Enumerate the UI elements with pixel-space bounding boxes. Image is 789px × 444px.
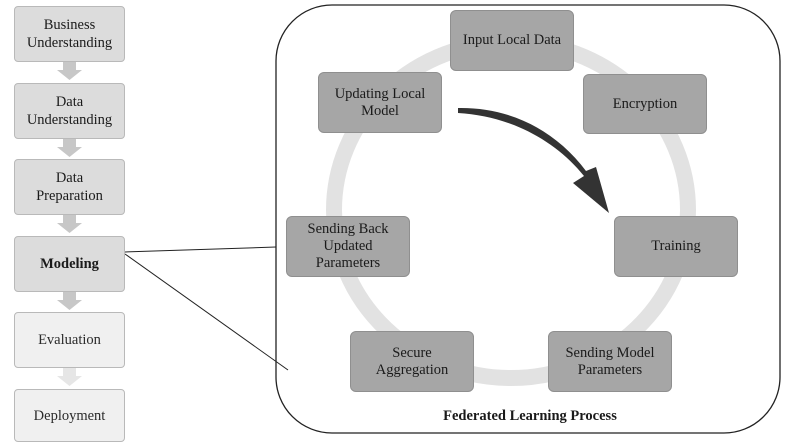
node-sending-back-updated-parameters: Sending Back Updated Parameters	[286, 216, 410, 277]
step-label: Modeling	[40, 256, 99, 272]
step-label: Evaluation	[38, 332, 101, 348]
node-sending-model-parameters: Sending Model Parameters	[548, 331, 672, 392]
node-label: Training	[651, 238, 701, 254]
step-data-understanding: Data Understanding	[14, 83, 125, 139]
step-label: Data Understanding	[26, 94, 113, 128]
down-arrow-1	[57, 62, 82, 80]
node-label: Encryption	[612, 95, 678, 112]
node-training: Training	[614, 216, 738, 277]
step-label: Data Preparation	[36, 170, 103, 204]
federated-process-panel	[275, 4, 781, 434]
step-deployment: Deployment	[14, 389, 125, 442]
down-arrow-2	[57, 139, 82, 157]
node-label: Updating Local Model	[334, 85, 426, 119]
node-input-local-data: Input Local Data	[450, 10, 574, 71]
node-label: Input Local Data	[462, 32, 562, 48]
node-label: Sending Back Updated Parameters	[307, 221, 389, 271]
node-label: Secure Aggregation	[375, 344, 449, 378]
step-data-preparation: Data Preparation	[14, 159, 125, 215]
callout-connector-top	[124, 246, 277, 253]
down-arrow-5	[57, 368, 82, 386]
diagram-caption: Federated Learning Process	[443, 408, 617, 424]
step-arrows	[57, 62, 82, 386]
down-arrow-4	[57, 292, 82, 310]
step-modeling: Modeling	[14, 236, 125, 292]
node-secure-aggregation: Secure Aggregation	[350, 331, 474, 392]
node-label: Sending Model Parameters	[565, 344, 655, 378]
step-evaluation: Evaluation	[14, 312, 125, 368]
step-label: Deployment	[33, 407, 106, 424]
step-business-understanding: Business Understanding	[14, 6, 125, 62]
curved-arrow	[458, 107, 609, 213]
down-arrow-3	[57, 215, 82, 233]
node-updating-local-model: Updating Local Model	[318, 72, 442, 133]
step-label: Business Understanding	[26, 17, 113, 51]
callout-connector-bottom	[124, 253, 289, 371]
node-encryption: Encryption	[583, 74, 707, 134]
